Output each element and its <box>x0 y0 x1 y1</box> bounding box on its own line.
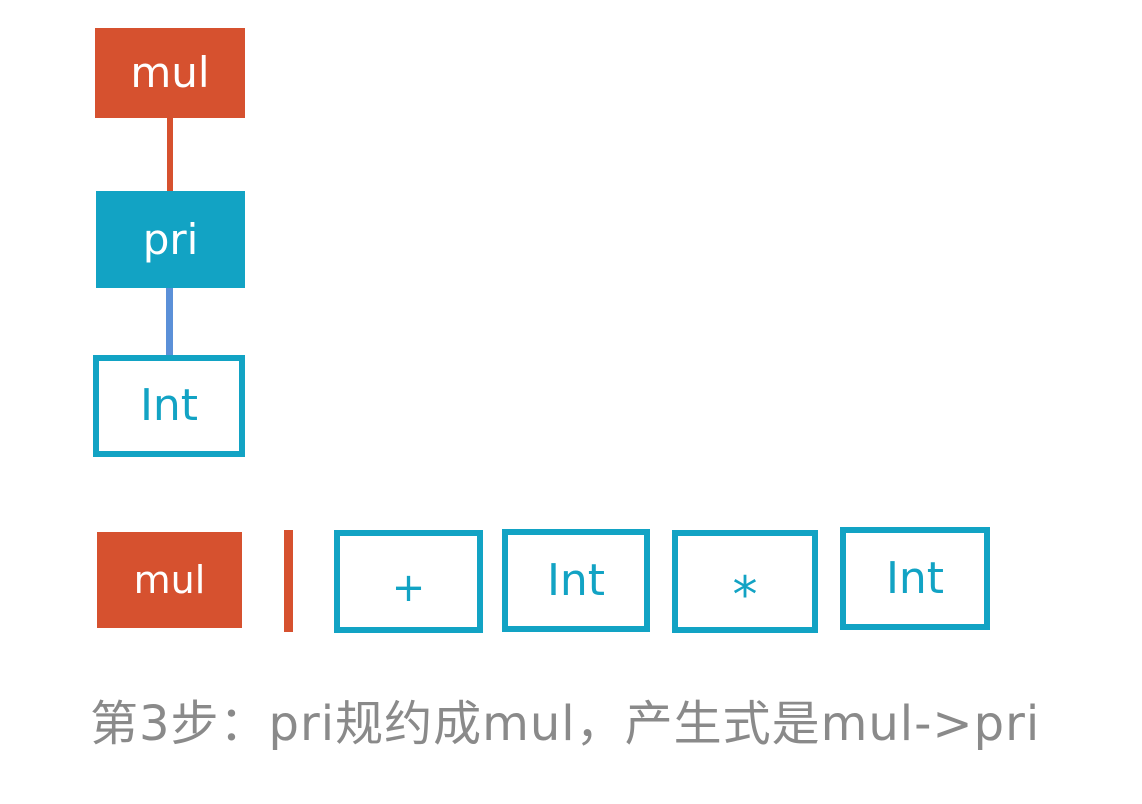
caption-text: 第3步：pri规约成mul，产生式是mul->pri <box>90 696 1041 752</box>
stack-separator-bar <box>284 530 293 632</box>
stack-node-mul: mul <box>97 532 242 628</box>
tree-node-int: Int <box>93 355 245 457</box>
tree-edge-mul-pri <box>167 117 173 193</box>
token-box-plus: + <box>334 530 483 633</box>
tree-edge-pri-int <box>166 288 173 356</box>
token-box-int-2: Int <box>840 527 990 630</box>
token-box-int-1: Int <box>502 529 650 632</box>
tree-node-mul: mul <box>95 28 245 118</box>
tree-node-pri: pri <box>96 191 245 288</box>
token-box-star: * <box>672 530 818 633</box>
